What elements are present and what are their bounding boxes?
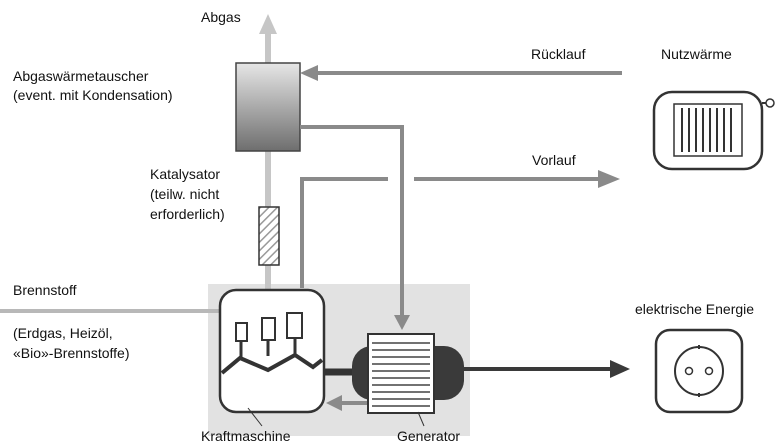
brennstoff-label-3: «Bio»-Brennstoffe) [13, 345, 130, 361]
exhaust-pipe [259, 14, 277, 325]
cooling-line [300, 125, 410, 330]
generator-engine-line [326, 395, 368, 411]
supply-line [300, 170, 620, 288]
elektrische-energie-label: elektrische Energie [635, 301, 755, 317]
power-socket-icon [654, 328, 744, 414]
radiator-icon [652, 90, 775, 171]
brennstoff-label-2: (Erdgas, Heizöl, [13, 325, 113, 341]
katalysator-label: Katalysator [150, 166, 221, 182]
catalyst [258, 206, 280, 266]
kraftmaschine-label: Kraftmaschine [201, 428, 291, 444]
heat-exchanger [235, 62, 301, 152]
electric-line [464, 360, 630, 378]
waermetauscher-label-2: (event. mit Kondensation) [13, 87, 173, 103]
katalysator-label-3: erforderlich) [150, 206, 225, 222]
nutzwaerme-label: Nutzwärme [661, 46, 732, 62]
generator-icon [352, 333, 464, 414]
katalysator-label-2: (teilw. nicht [150, 186, 220, 202]
generator-label: Generator [397, 428, 461, 444]
return-line [300, 65, 622, 81]
abgas-label: Abgas [201, 9, 241, 25]
generator-pointer [417, 411, 425, 427]
engine-icon [218, 288, 326, 414]
waermetauscher-label: Abgaswärmetauscher [13, 68, 149, 84]
fuel-line [0, 304, 242, 318]
brennstoff-label: Brennstoff [13, 282, 77, 298]
vorlauf-label: Vorlauf [532, 152, 576, 168]
kraftmaschine-pointer [247, 407, 263, 427]
ruecklauf-label: Rücklauf [531, 46, 586, 62]
